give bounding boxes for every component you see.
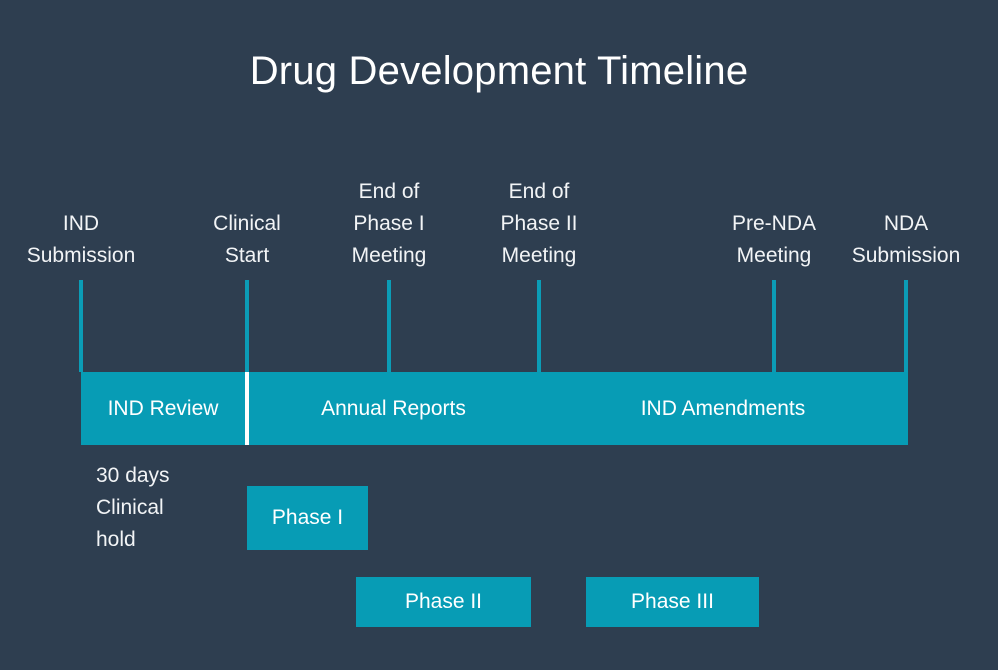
note-line: Clinical — [96, 496, 164, 519]
milestone-line: Clinical — [213, 212, 281, 235]
milestone-line: Phase II — [500, 212, 578, 235]
bar-segment-ind-review: IND Review — [107, 396, 219, 420]
note-line: hold — [96, 528, 136, 551]
milestone-line: Meeting — [501, 244, 577, 267]
phase-bar-phase-2: Phase II — [356, 577, 531, 627]
bar-segment-divider — [245, 372, 249, 445]
phase-bar-phase-1: Phase I — [247, 486, 368, 550]
milestone-line: End of — [508, 180, 570, 203]
milestone-tick-end-phase-1 — [387, 280, 391, 372]
milestone-line: Submission — [26, 244, 136, 267]
milestone-label-end-phase-1: End of Phase I Meeting — [319, 176, 459, 272]
milestone-tick-end-phase-2 — [537, 280, 541, 372]
bar-segment-annual-reports: Annual Reports — [321, 396, 466, 420]
regulatory-activity-bar: IND Review Annual Reports IND Amendments — [81, 372, 908, 445]
bar-segment-ind-amendments: IND Amendments — [640, 396, 806, 420]
milestone-line: IND — [62, 212, 100, 235]
milestone-label-pre-nda-meeting: Pre-NDA Meeting — [694, 176, 854, 272]
milestone-line: Start — [224, 244, 270, 267]
page-title: Drug Development Timeline — [249, 49, 749, 93]
milestone-line: Submission — [851, 244, 961, 267]
milestone-line: Meeting — [736, 244, 812, 267]
milestone-line: Phase I — [353, 212, 425, 235]
phase-bar-phase-3: Phase III — [586, 577, 759, 627]
note-line: 30 days — [96, 464, 170, 487]
milestone-tick-nda-submission — [904, 280, 908, 372]
milestone-label-nda-submission: NDA Submission — [826, 176, 986, 272]
clinical-hold-note: 30 days Clinical hold — [96, 460, 170, 556]
milestone-line: NDA — [883, 212, 929, 235]
milestone-line: Pre-NDA — [731, 212, 816, 235]
milestone-line: End of — [358, 180, 420, 203]
milestone-label-end-phase-2: End of Phase II Meeting — [469, 176, 609, 272]
milestone-line: Meeting — [351, 244, 427, 267]
milestone-label-clinical-start: Clinical Start — [177, 176, 317, 272]
milestone-tick-clinical-start — [245, 280, 249, 372]
milestone-tick-pre-nda-meeting — [772, 280, 776, 372]
milestone-tick-ind-submission — [79, 280, 83, 372]
milestone-label-ind-submission: IND Submission — [1, 176, 161, 272]
